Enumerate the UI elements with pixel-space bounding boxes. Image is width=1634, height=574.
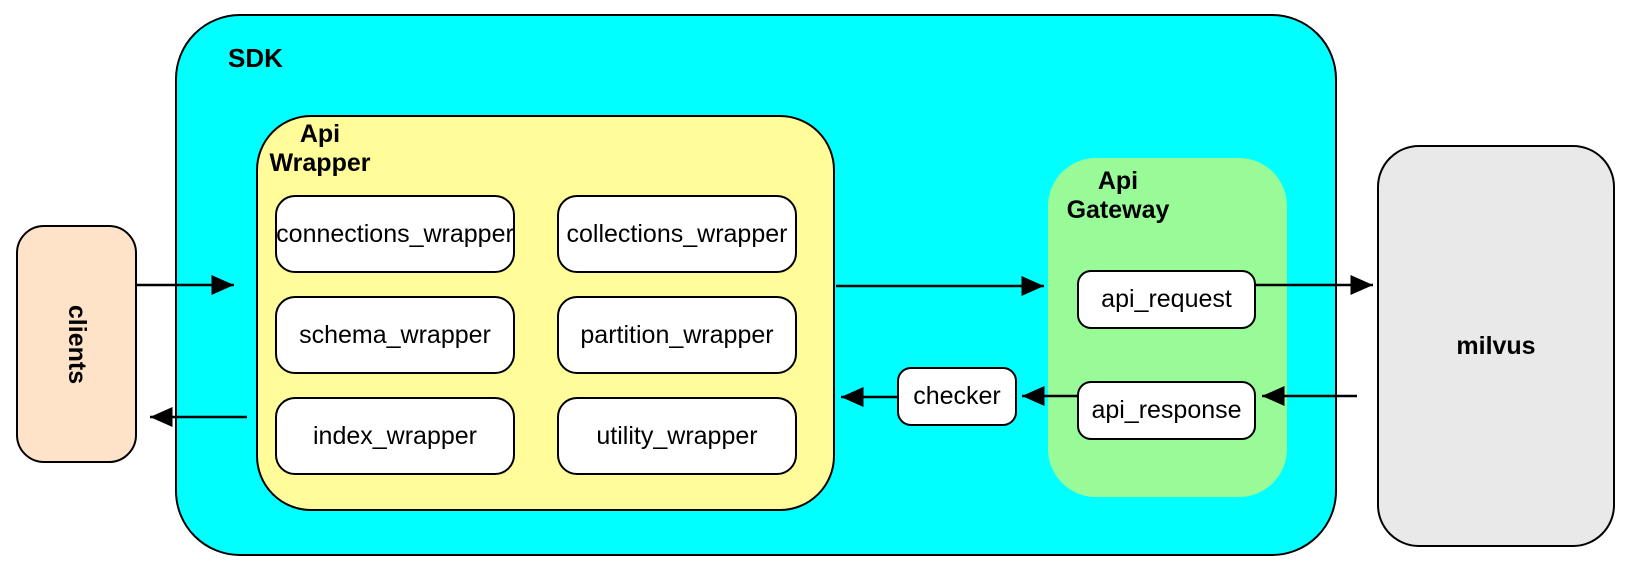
node-api-response: api_response: [1077, 381, 1256, 440]
clients-box: clients: [16, 225, 137, 463]
node-schema-wrapper: schema_wrapper: [275, 296, 515, 374]
api-gateway-box: Api Gateway api_request api_response: [1048, 158, 1287, 497]
sdk-box: SDK Api Wrapper connections_wrapper coll…: [175, 14, 1337, 556]
node-connections-wrapper: connections_wrapper: [275, 195, 515, 273]
clients-label: clients: [62, 304, 91, 384]
node-index-wrapper: index_wrapper: [275, 397, 515, 475]
node-partition-wrapper: partition_wrapper: [557, 296, 797, 374]
api-wrapper-label-line1: Api: [299, 120, 341, 148]
milvus-box: milvus: [1377, 145, 1615, 547]
api-gateway-label: Api Gateway: [1048, 167, 1188, 225]
milvus-label: milvus: [1456, 331, 1536, 360]
node-utility-wrapper: utility_wrapper: [557, 397, 797, 475]
sdk-label: SDK: [228, 43, 283, 73]
api-wrapper-box: Api Wrapper connections_wrapper collecti…: [256, 115, 835, 511]
checker-box: checker: [897, 367, 1017, 426]
api-gateway-label-line2: Gateway: [1066, 196, 1170, 224]
node-api-request: api_request: [1077, 270, 1256, 329]
node-collections-wrapper: collections_wrapper: [557, 195, 797, 273]
api-gateway-label-line1: Api: [1097, 167, 1139, 195]
api-wrapper-label-line2: Wrapper: [269, 149, 371, 177]
api-wrapper-label: Api Wrapper: [262, 120, 378, 178]
